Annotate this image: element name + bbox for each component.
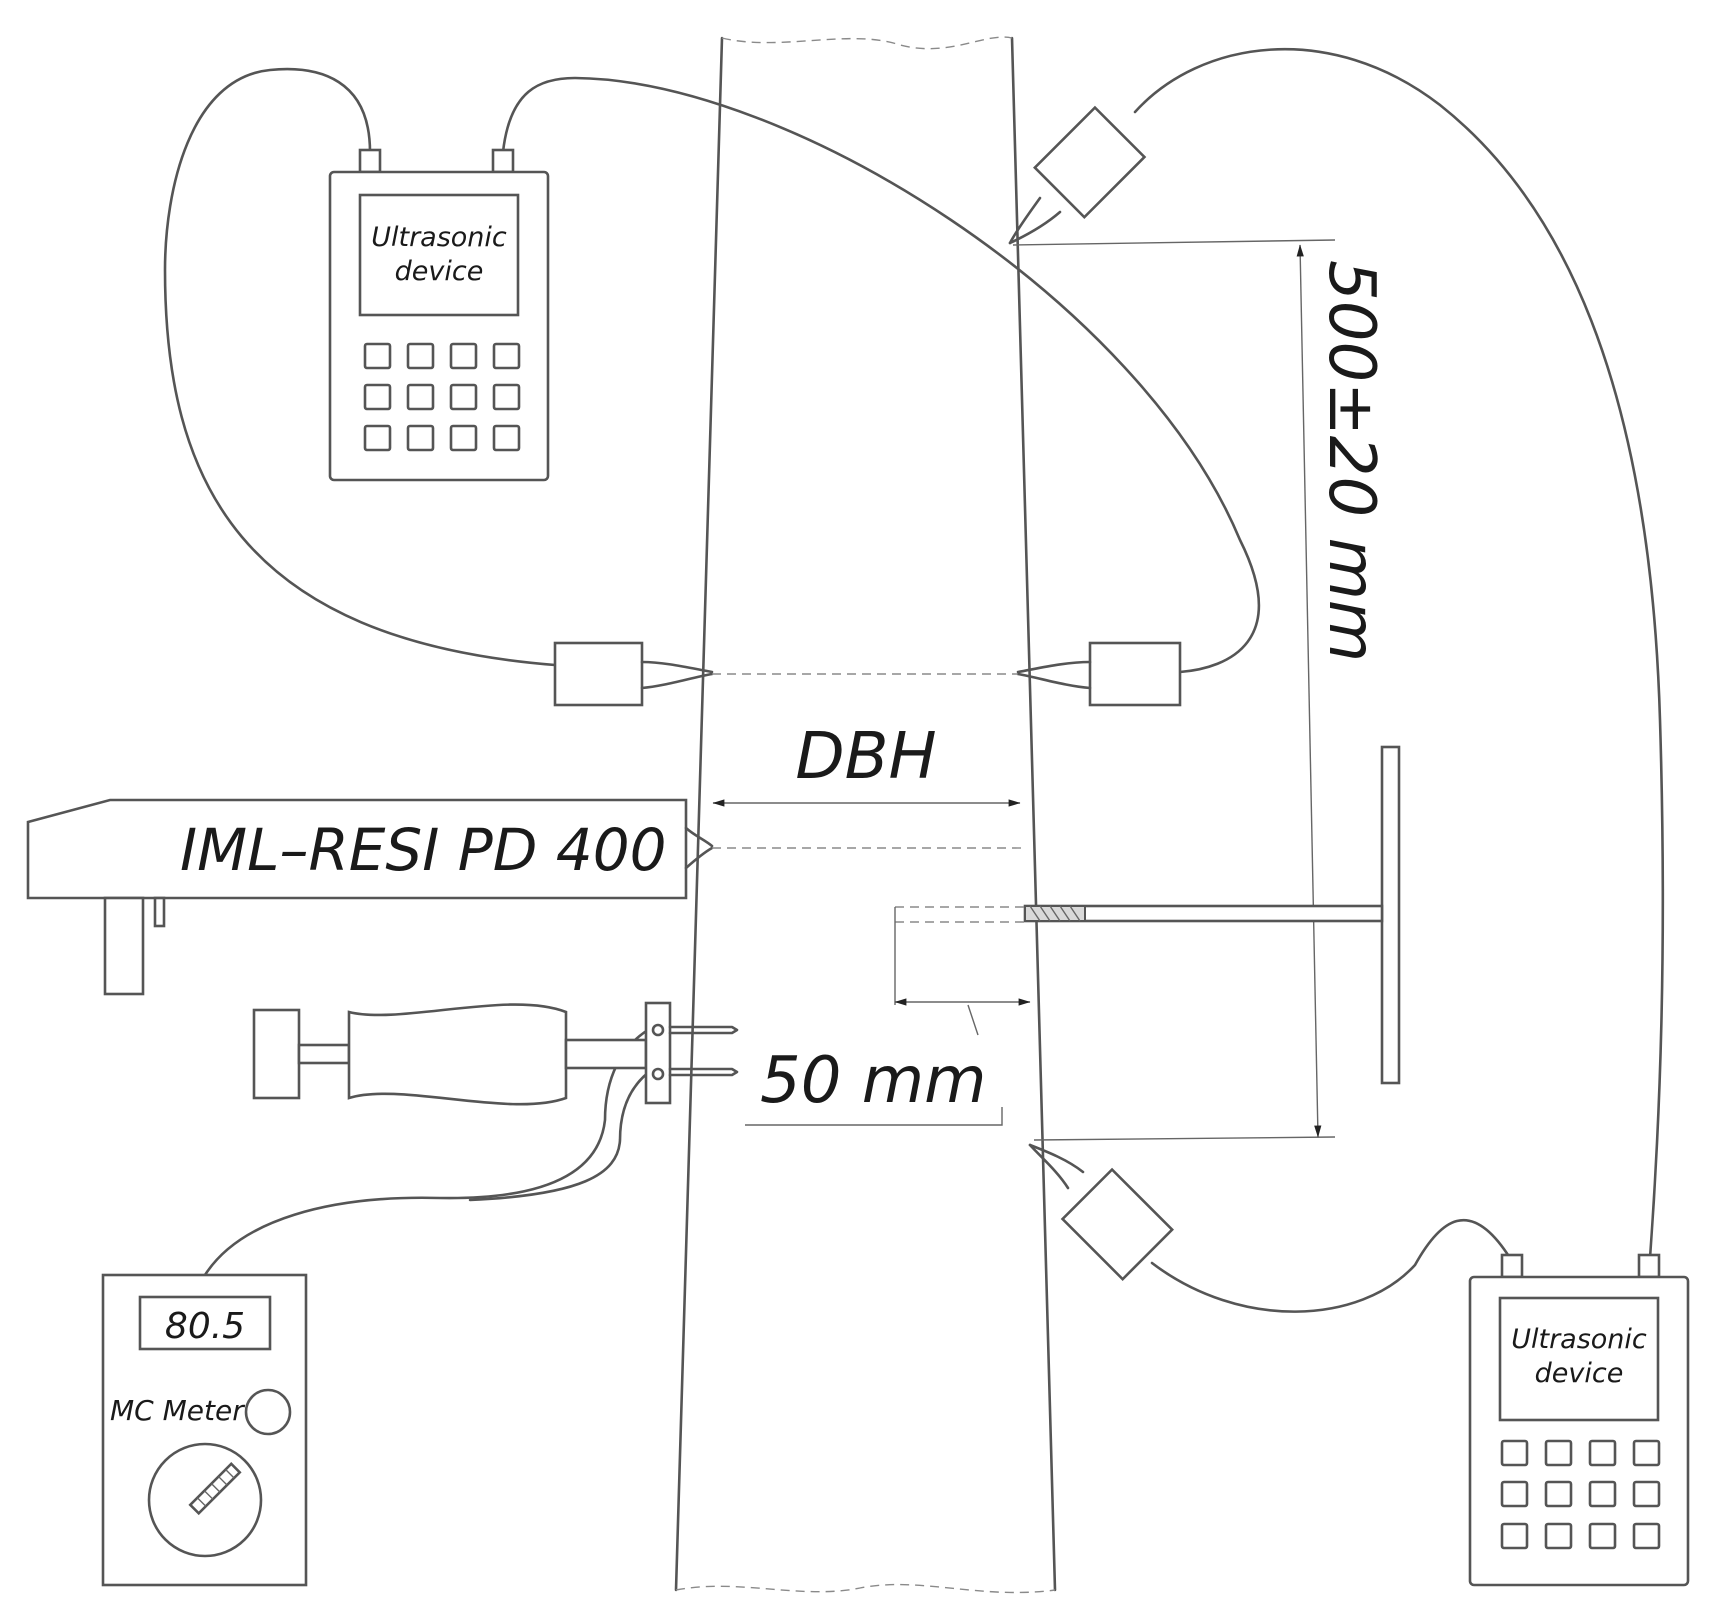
device-label-line1: Ultrasonic: [371, 222, 507, 253]
tree-trunk: [674, 36, 1057, 1594]
resistograph-label: IML–RESI PD 400: [180, 816, 667, 884]
transducer-left: [553, 641, 714, 707]
probe-terminal: [651, 1067, 665, 1081]
device-plug: [1637, 1253, 1661, 1279]
device-label-line2: device: [1535, 1358, 1624, 1389]
dial-pointer-icon: [188, 1461, 242, 1516]
device-plug: [1500, 1253, 1524, 1279]
ultrasonic-device-left: Ultrasonic device: [328, 148, 550, 482]
increment-borer: [894, 745, 1401, 1085]
transducer-lower-angled: [1028, 1143, 1174, 1281]
device-screen: [358, 193, 520, 317]
depth-dimension: 50 mm: [745, 998, 1031, 1126]
probe-terminal: [651, 1023, 665, 1037]
dbh-dimension: DBH: [712, 720, 1021, 807]
device-keypad: [363, 342, 521, 452]
mc-meter: 80.5 MC Meter: [101, 1273, 308, 1587]
moisture-probe: [252, 1001, 739, 1106]
height-dimension: 500±20 mm: [1012, 239, 1388, 1141]
device-label-line1: Ultrasonic: [1511, 1324, 1647, 1355]
device-label-line2: device: [395, 256, 484, 287]
resistograph: IML–RESI PD 400: [26, 798, 714, 996]
mc-meter-display: [138, 1295, 272, 1351]
mc-meter-label: MC Meter: [110, 1394, 245, 1427]
height-dimension-label: 500±20 mm: [1314, 260, 1388, 662]
device-screen: [1498, 1296, 1660, 1422]
device-plug: [491, 148, 515, 174]
mc-meter-reading: 80.5: [165, 1306, 245, 1347]
depth-label: 50 mm: [760, 1044, 986, 1118]
device-keypad: [1500, 1439, 1661, 1550]
transducer-right: [1016, 641, 1182, 707]
device-plug: [358, 148, 382, 174]
dbh-label: DBH: [795, 720, 936, 794]
mc-meter-button: [244, 1388, 292, 1436]
ultrasonic-device-right: Ultrasonic device: [1468, 1253, 1690, 1587]
transducer-upper-angled: [1008, 105, 1147, 245]
cables: [163, 47, 1665, 1313]
